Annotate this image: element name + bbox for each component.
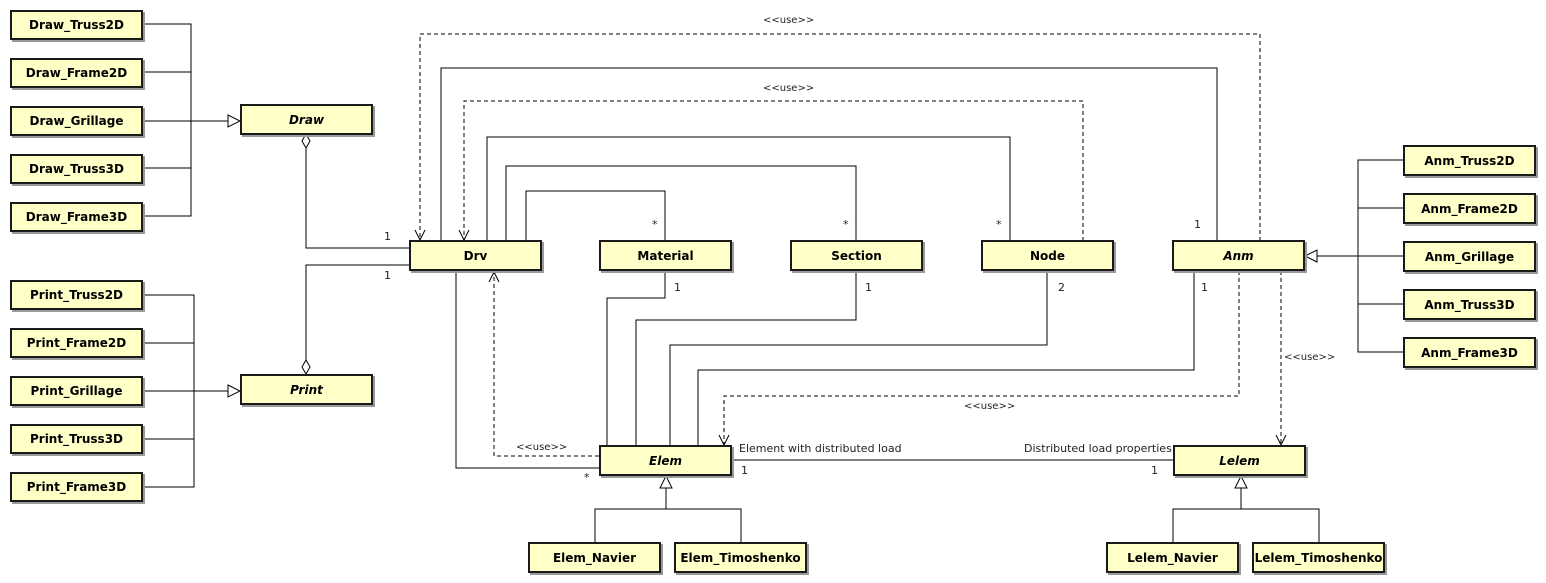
elem-drv-composition xyxy=(451,255,599,469)
class-drv[interactable]: Drv xyxy=(409,240,542,271)
node-elem-aggregation xyxy=(665,271,1048,462)
class-node[interactable]: Node xyxy=(981,240,1114,271)
class-anm-truss2d[interactable]: Anm_Truss2D xyxy=(1403,145,1536,176)
use-stereotype-anm-elem: <<use>> xyxy=(964,401,1016,412)
multiplicity-material-star: * xyxy=(652,218,658,231)
anm-elem-aggregation xyxy=(693,271,1195,462)
node-drv-composition xyxy=(482,136,1011,257)
multiplicity-anm-one: 1 xyxy=(1194,218,1201,231)
class-lelem[interactable]: Lelem xyxy=(1173,445,1306,476)
class-anm[interactable]: Anm xyxy=(1172,240,1305,271)
section-elem-aggregation xyxy=(631,271,857,462)
multiplicity-node-star: * xyxy=(996,218,1002,231)
use-stereotype-elem-drv: <<use>> xyxy=(516,442,568,453)
multiplicity-drv-print: 1 xyxy=(384,269,391,282)
anm-drv-use-dependency xyxy=(420,33,1261,241)
node-drv-use-dependency xyxy=(464,100,1084,241)
class-draw-grillage[interactable]: Draw_Grillage xyxy=(10,106,143,136)
draw-truss2d-edge xyxy=(143,23,192,217)
lelem-navier-generalization xyxy=(1172,476,1241,543)
class-anm-frame2d[interactable]: Anm_Frame2D xyxy=(1403,193,1536,224)
section-drv-composition xyxy=(501,165,857,257)
multiplicity-node-two: 2 xyxy=(1058,281,1065,294)
class-anm-grillage[interactable]: Anm_Grillage xyxy=(1403,241,1536,272)
class-print[interactable]: Print xyxy=(240,374,373,405)
class-elem[interactable]: Elem xyxy=(599,445,732,476)
class-elem-navier[interactable]: Elem_Navier xyxy=(528,542,661,573)
anm-drv-composition xyxy=(436,67,1218,257)
class-draw-frame2d[interactable]: Draw_Frame2D xyxy=(10,58,143,88)
multiplicity-elem-lelem-right: 1 xyxy=(1151,464,1158,477)
class-print-truss3d[interactable]: Print_Truss3D xyxy=(10,424,143,454)
use-stereotype-anm-lelem: <<use>> xyxy=(1284,352,1336,363)
draw-drv-aggregation xyxy=(301,132,409,249)
role-elem-distributed-load: Element with distributed load xyxy=(739,442,902,455)
elem-timoshenko-edge xyxy=(666,508,742,543)
class-lelem-timoshenko[interactable]: Lelem_Timoshenko xyxy=(1252,542,1385,573)
class-draw-truss3d[interactable]: Draw_Truss3D xyxy=(10,154,143,184)
class-section[interactable]: Section xyxy=(790,240,923,271)
class-anm-truss3d[interactable]: Anm_Truss3D xyxy=(1403,289,1536,320)
multiplicity-anm-elem-one: 1 xyxy=(1201,281,1208,294)
elem-navier-generalization xyxy=(594,476,666,543)
multiplicity-elem-lelem-left: 1 xyxy=(741,464,748,477)
lelem-timoshenko-edge xyxy=(1241,508,1320,543)
multiplicity-section-one: 1 xyxy=(865,281,872,294)
class-print-grillage[interactable]: Print_Grillage xyxy=(10,376,143,406)
class-draw-frame3d[interactable]: Draw_Frame3D xyxy=(10,202,143,232)
material-drv-composition xyxy=(521,190,666,257)
print-drv-aggregation xyxy=(301,264,409,376)
multiplicity-section-star: * xyxy=(843,218,849,231)
use-stereotype-mid: <<use>> xyxy=(763,83,815,94)
class-draw[interactable]: Draw xyxy=(240,104,373,135)
class-draw-truss2d[interactable]: Draw_Truss2D xyxy=(10,10,143,40)
class-material[interactable]: Material xyxy=(599,240,732,271)
multiplicity-material-one: 1 xyxy=(674,281,681,294)
class-print-frame2d[interactable]: Print_Frame2D xyxy=(10,328,143,358)
multiplicity-elem-drv-star: * xyxy=(584,471,590,484)
class-anm-frame3d[interactable]: Anm_Frame3D xyxy=(1403,337,1536,368)
material-elem-aggregation xyxy=(602,271,666,462)
class-print-truss2d[interactable]: Print_Truss2D xyxy=(10,280,143,310)
elem-drv-use-dependency xyxy=(494,272,599,457)
class-lelem-navier[interactable]: Lelem_Navier xyxy=(1106,542,1239,573)
anm-elem-use-dependency xyxy=(724,271,1240,445)
use-stereotype-top: <<use>> xyxy=(763,15,815,26)
class-elem-timoshenko[interactable]: Elem_Timoshenko xyxy=(674,542,807,573)
multiplicity-drv-draw: 1 xyxy=(384,230,391,243)
class-print-frame3d[interactable]: Print_Frame3D xyxy=(10,472,143,502)
role-lelem-distributed-load: Distributed load properties xyxy=(1024,442,1172,455)
